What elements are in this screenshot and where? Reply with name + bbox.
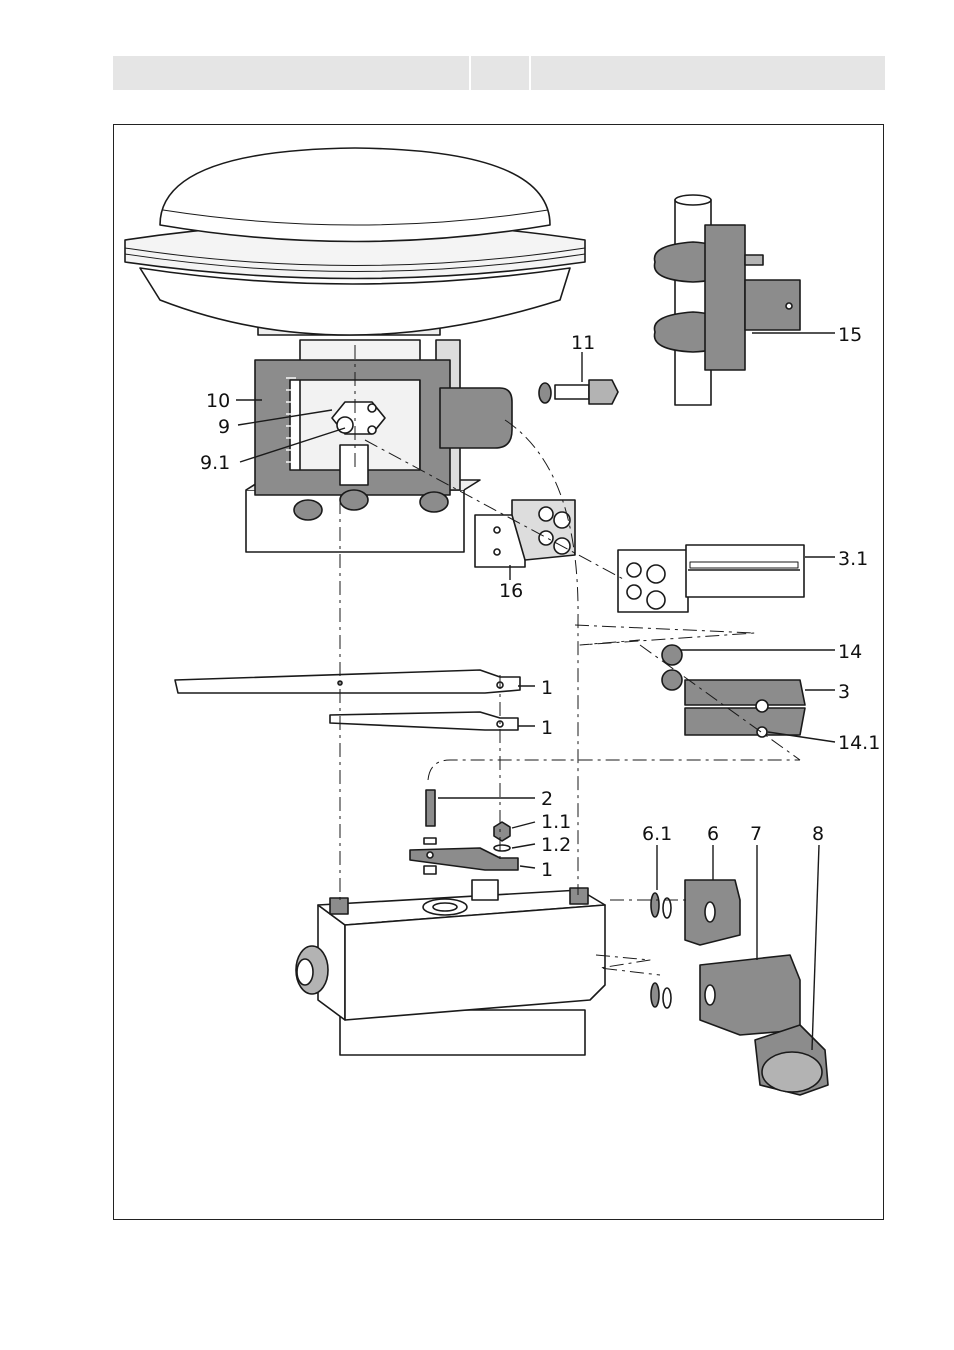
callout-3: 3: [838, 681, 850, 703]
nut-1-1: [494, 822, 510, 851]
callout-10: 10: [206, 390, 230, 412]
callout-8: 8: [812, 823, 824, 845]
positioner-housing: [296, 880, 605, 1055]
adapter-plate-3-1: [618, 545, 804, 612]
cable-gland-8: [755, 1025, 828, 1095]
connector-7: [700, 955, 800, 1035]
callout-2: 2: [541, 788, 553, 810]
callout-6-1: 6.1: [642, 823, 672, 845]
callout-16: 16: [499, 580, 523, 602]
pipe-mount: [654, 195, 800, 405]
lever-long: [175, 670, 520, 693]
actuator-diaphragm: [125, 148, 585, 335]
air-block-6: [685, 880, 740, 945]
yoke-bracket: [246, 340, 512, 552]
callout-3-1: 3.1: [838, 548, 868, 570]
callout-1-lever-long: 1: [541, 677, 553, 699]
callout-1-1: 1.1: [541, 811, 571, 833]
callout-1-lever-mounted: 1: [541, 859, 553, 881]
callout-7: 7: [750, 823, 762, 845]
callout-14: 14: [838, 641, 862, 663]
gasket-6-1: [651, 893, 671, 1008]
callout-9: 9: [218, 416, 230, 438]
bracket-16: [475, 500, 575, 567]
callout-9-1: 9.1: [200, 452, 230, 474]
callout-15: 15: [838, 324, 862, 346]
callout-6: 6: [707, 823, 719, 845]
plate-3: [685, 680, 805, 737]
screw-11: [539, 380, 618, 404]
callout-1-2: 1.2: [541, 834, 571, 856]
callout-14-1: 14.1: [838, 732, 880, 754]
lever-short: [330, 712, 518, 730]
callout-11: 11: [571, 332, 595, 354]
callout-1-lever-short: 1: [541, 717, 553, 739]
